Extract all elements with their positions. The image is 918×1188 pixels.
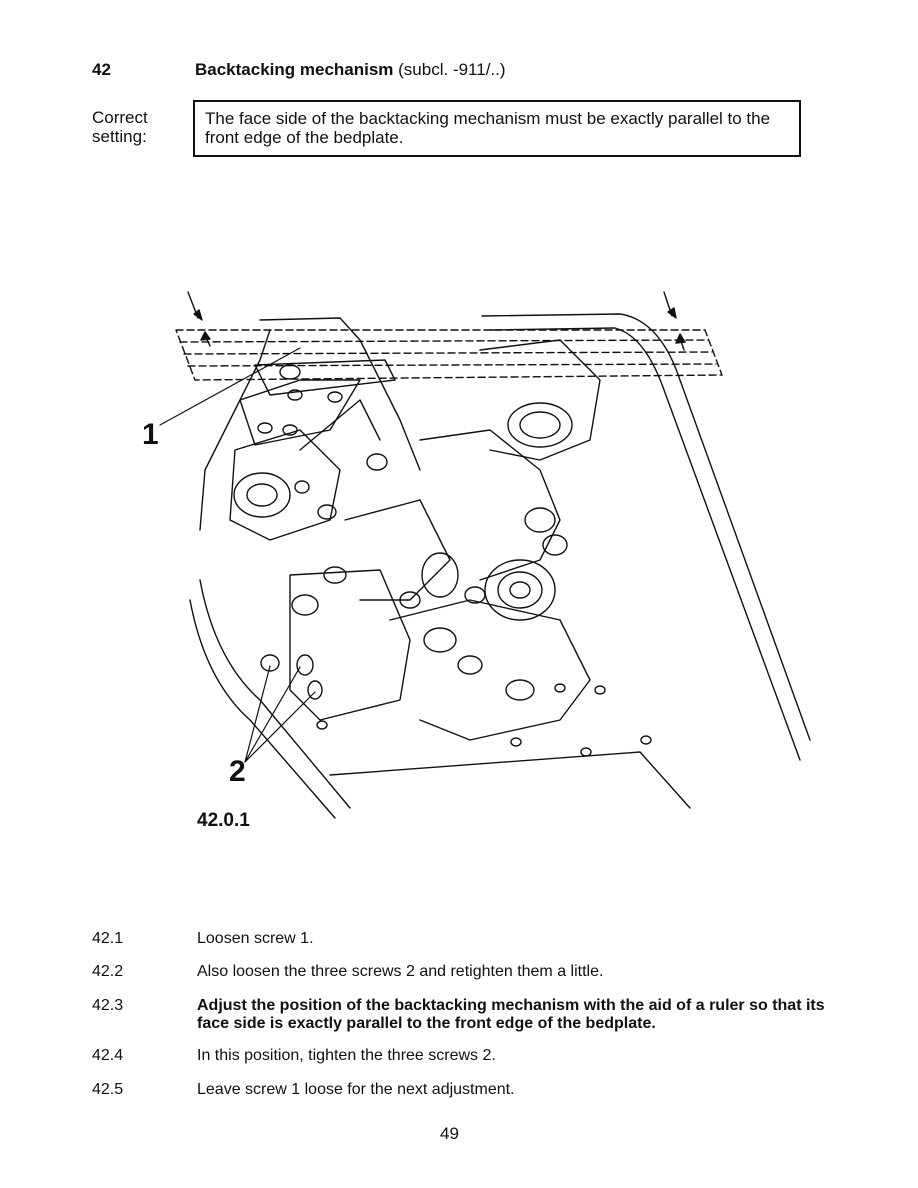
step-number: 42.2: [92, 963, 124, 980]
alignment-arrows: [187, 291, 686, 351]
section-title-subclass: (subcl. -911/..): [393, 60, 506, 79]
step-number: 42.4: [92, 1047, 124, 1064]
step-number: 42.3: [92, 997, 124, 1014]
step-text: Also loosen the three screws 2 and retig…: [197, 963, 604, 980]
bedplate: [189, 313, 811, 819]
mechanism-housing: [199, 317, 601, 741]
section-title: Backtacking mechanism (subcl. -911/..): [195, 60, 506, 80]
callout-1: 1: [142, 418, 159, 451]
leader-lines: [159, 347, 316, 763]
step-number: 42.1: [92, 930, 124, 947]
ruler: [175, 329, 723, 381]
step-text: In this position, tighten the three scre…: [197, 1047, 496, 1064]
figure-caption: 42.0.1: [197, 810, 250, 831]
correct-setting-label-line1: Correct: [92, 108, 148, 127]
section-title-bold: Backtacking mechanism: [195, 60, 394, 79]
section-number: 42: [92, 60, 111, 79]
screws-and-bearings: [233, 364, 652, 757]
correct-setting-label: Correct setting:: [92, 108, 182, 146]
step-text: Loosen screw 1.: [197, 930, 314, 947]
page-number: 49: [440, 1124, 459, 1143]
step-text-emphasized: Adjust the position of the backtacking m…: [197, 997, 825, 1032]
step-number: 42.5: [92, 1081, 124, 1098]
callout-2: 2: [229, 755, 246, 788]
correct-setting-box: The face side of the backtacking mechani…: [193, 100, 801, 157]
correct-setting-label-line2: setting:: [92, 127, 147, 146]
step-text: Leave screw 1 loose for the next adjustm…: [197, 1081, 515, 1098]
backtacking-mechanism-illustration: [159, 291, 811, 819]
